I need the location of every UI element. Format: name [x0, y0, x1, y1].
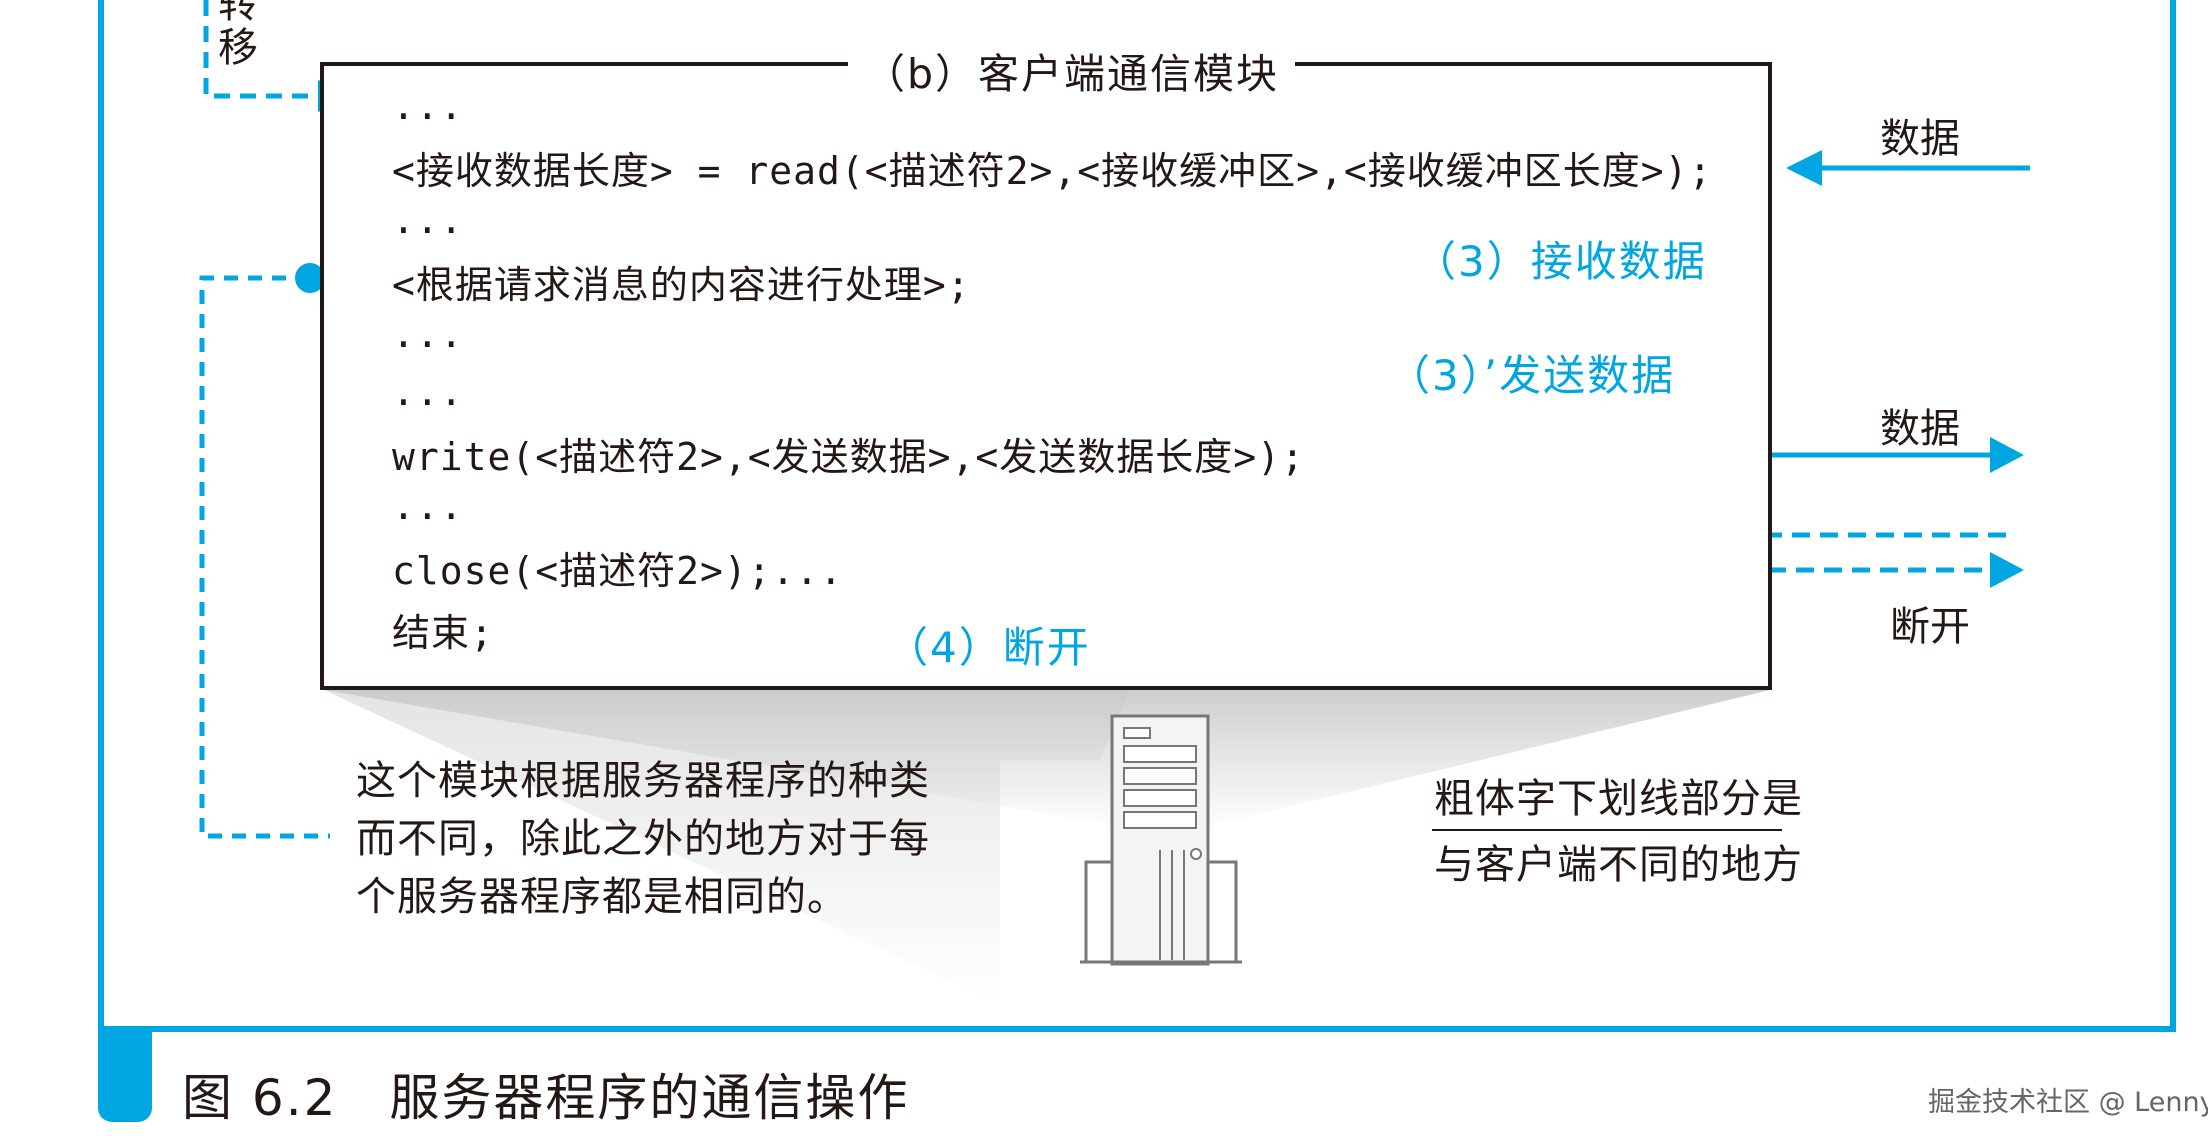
- code-line-ellipsis-1: ...: [392, 84, 464, 128]
- figure-caption: 图 6.2 服务器程序的通信操作: [182, 1069, 910, 1127]
- left-bracket-line: [199, 275, 330, 839]
- left-note-line-2: 而不同，除此之外的地方对于每: [356, 816, 930, 862]
- left-note-line-1: 这个模块根据服务器程序的种类: [356, 758, 930, 804]
- caption-tab: [98, 1026, 152, 1122]
- frame-bottom-border: [98, 1026, 2176, 1032]
- code-line-ellipsis-2: ...: [392, 198, 464, 242]
- left-note-line-3: 个服务器程序都是相同的。: [356, 874, 848, 920]
- disconnect-label: 断开: [1890, 604, 1970, 650]
- watermark: 掘金技术社区 @ Lenny: [1928, 1087, 2208, 1118]
- right-note-line-2: 与客户端不同的地方: [1434, 842, 1803, 888]
- left-bracket-dot: [295, 263, 325, 293]
- send-data-annotation: （3）’发送数据: [1388, 351, 1676, 400]
- transfer-arrow: [203, 0, 318, 99]
- transfer-label-bottom: 移: [218, 25, 258, 71]
- projection-beam-left: [324, 690, 1130, 1000]
- code-line-end: 结束;: [392, 611, 494, 655]
- code-line-ellipsis-3: ...: [392, 312, 464, 356]
- transfer-label-top: 转: [218, 0, 258, 27]
- data-out-arrowhead: [1990, 437, 2024, 473]
- code-line-read: <接收数据长度> = read(<描述符2>,<接收缓冲区>,<接收缓冲区长度>…: [392, 149, 1713, 193]
- receive-data-annotation: （3）接收数据: [1414, 237, 1707, 286]
- code-line-close: close(<描述符2>);...: [392, 549, 844, 593]
- frame-right-border: [2170, 0, 2176, 1032]
- frame-left-border: [98, 0, 104, 1032]
- code-line-write: write(<描述符2>,<发送数据>,<发送数据长度>);: [392, 435, 1305, 479]
- data-in-arrowhead: [1786, 150, 1822, 186]
- data-in-label: 数据: [1880, 116, 1960, 162]
- server-icon: [1080, 714, 1242, 966]
- module-title: （b）客户端通信模块: [848, 40, 1296, 100]
- disconnect-out-arrowhead: [1990, 552, 2024, 588]
- code-line-process-request: <根据请求消息的内容进行处理>;: [392, 263, 971, 307]
- data-out-label: 数据: [1880, 406, 1960, 452]
- code-line-ellipsis-4: ...: [392, 370, 464, 414]
- right-note-line-1: 粗体字下划线部分是: [1434, 776, 1803, 822]
- left-note: 这个模块根据服务器程序的种类 而不同，除此之外的地方对于每 个服务器程序都是相同…: [356, 752, 930, 926]
- disconnect-annotation: （4）断开: [886, 623, 1091, 672]
- code-line-ellipsis-5: ...: [392, 484, 464, 528]
